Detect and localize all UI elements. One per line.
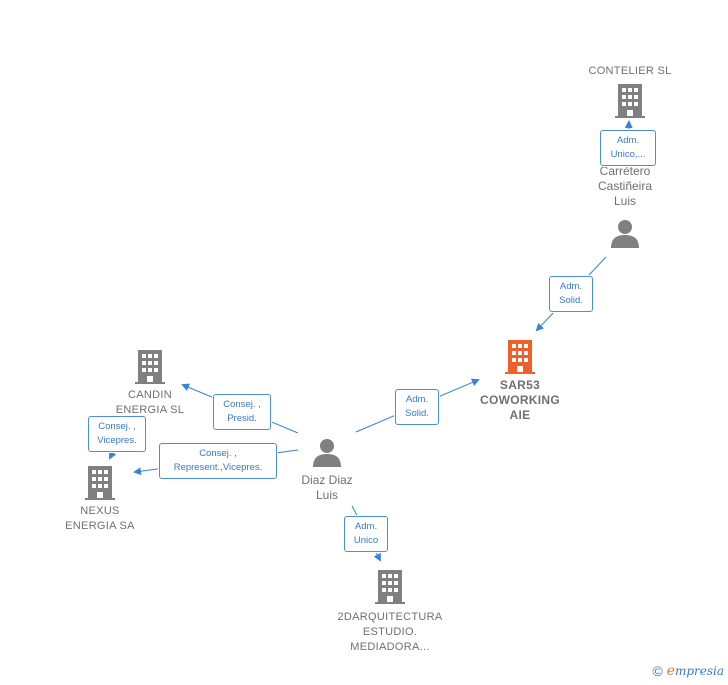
copyright-symbol: © (652, 663, 663, 679)
edge-label-line2: Solid. (405, 408, 429, 419)
node-nexus[interactable]: NEXUS ENERGIA SA (50, 466, 150, 534)
brand-rest: mpresia (674, 664, 724, 678)
edge-label-line1: Adm. (559, 281, 583, 292)
node-label-line2: ENERGIA SL (115, 404, 185, 416)
building-icon (615, 84, 645, 118)
edge-label-line1: Adm. (354, 521, 378, 532)
edge-label-consej-represent[interactable]: Consej. , Represent.,Vicepres. (159, 443, 277, 479)
edge-label-line1: Adm. (616, 135, 640, 146)
edge-label-line2: Solid. (559, 295, 583, 306)
edge-label-consej-presid[interactable]: Consej. , Presid. (213, 394, 271, 430)
node-label-line2: ESTUDIO. (362, 626, 418, 638)
node-candin[interactable]: CANDIN ENERGIA SL (100, 350, 200, 418)
node-label-line1: NEXUS (80, 505, 120, 517)
node-darq[interactable]: 2DARQUITECTURA ESTUDIO. MEDIADORA... (320, 570, 460, 655)
building-icon (85, 466, 115, 500)
node-label-line1: Carretero (599, 164, 651, 178)
edge-label-line1: Consej. , (199, 448, 237, 459)
node-label-line3: AIE (509, 408, 531, 422)
node-diaz[interactable]: Diaz Diaz Luis (277, 438, 377, 503)
node-label-line2: Luis (315, 488, 338, 502)
edge-label-line1: Consej. , (98, 421, 136, 432)
edge-label-line2: Unico (353, 535, 379, 546)
edge-label-adm-unico[interactable]: Adm. Unico,... (600, 130, 656, 166)
node-carretero[interactable]: Carretero Castiñeira Luis (575, 164, 675, 249)
brand-e: e (666, 663, 675, 679)
node-label-line1: Diaz Diaz (301, 473, 353, 487)
edge-label-line2: Represent.,Vicepres. (173, 462, 263, 473)
node-label-line3: Luis (613, 194, 636, 208)
node-label-line1: 2DARQUITECTURA (337, 611, 443, 623)
edge-label-adm-solid-carretero[interactable]: Adm. Solid. (549, 276, 593, 312)
node-label-line2: ENERGIA SA (65, 520, 135, 532)
node-contelier[interactable]: CONTELIER SL (570, 64, 690, 118)
edge-label-adm-solid-diaz[interactable]: Adm. Solid. (395, 389, 439, 425)
building-icon (135, 350, 165, 384)
node-label-line1: CANDIN (128, 389, 172, 401)
empresia-watermark: © empresia (652, 663, 724, 679)
edge-label-line1: Adm. (405, 394, 429, 405)
edge-label-line2: Presid. (227, 413, 257, 424)
node-label-line2: COWORKING (479, 393, 561, 407)
edge-label-line1: Consej. , (223, 399, 261, 410)
edge-label-line2: Vicepres. (97, 435, 137, 446)
edge-label-consej-vicepres[interactable]: Consej. , Vicepres. (88, 416, 146, 452)
building-icon (505, 340, 535, 374)
node-label-line3: MEDIADORA... (350, 641, 430, 653)
node-sar53[interactable]: SAR53 COWORKING AIE (470, 340, 570, 423)
node-label: CONTELIER SL (588, 65, 672, 77)
node-label-line2: Castiñeira (597, 179, 653, 193)
edge-label-line2: Unico,... (610, 149, 646, 160)
edge-label-adm-unico-darq[interactable]: Adm. Unico (344, 516, 388, 552)
node-label-line1: SAR53 (499, 378, 541, 392)
person-icon (611, 220, 639, 248)
person-icon (313, 439, 341, 467)
building-icon (375, 570, 405, 604)
